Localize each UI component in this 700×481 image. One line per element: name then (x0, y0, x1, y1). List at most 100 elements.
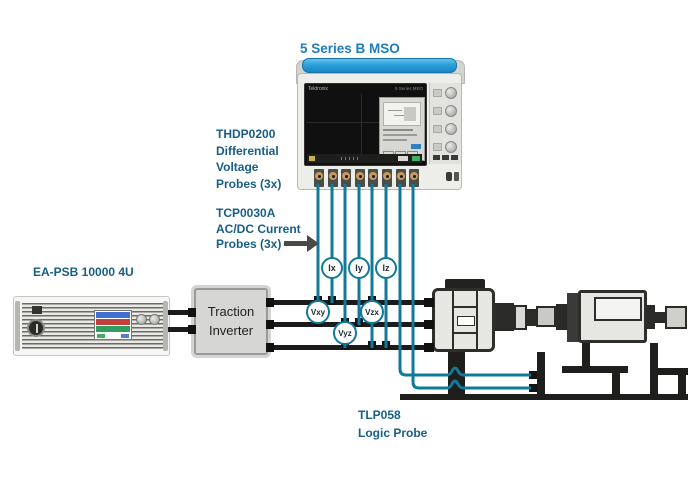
motor-rib (454, 306, 476, 308)
bnc-connector-ch3 (341, 169, 351, 187)
psu-screen-chip-green (97, 334, 105, 338)
bnc-pin (412, 174, 416, 178)
bnc-connector-ch7 (396, 169, 406, 187)
test-bench-frame (400, 343, 688, 400)
toolbar-tick (349, 157, 350, 160)
psu-rack-handle-right (163, 301, 168, 351)
psu-dc-connector (32, 306, 42, 314)
scope-knob (445, 87, 457, 99)
motor-terminal-box (445, 279, 485, 290)
voltage-probe-tag-vyz: Vyz (333, 321, 357, 345)
bnc-connector-ch5 (368, 169, 378, 187)
voltage-probe-tag-vxy: Vxy (306, 300, 330, 324)
menu-preview-box (383, 102, 421, 126)
psu-screen-row-green (96, 326, 130, 332)
psu-touchscreen (94, 310, 132, 340)
scope-screen: Tektronix 5 Series MSO (304, 83, 427, 166)
current-probes-label: TCP0030A AC/DC Current Probes (3x) (216, 206, 301, 253)
dyno-nameplate (594, 297, 642, 321)
scope-panel-button-dark (442, 155, 449, 160)
inverter-label-line2: Inverter (208, 322, 254, 338)
dyno-shaft-thin (655, 312, 667, 323)
oscilloscope: Tektronix 5 Series MSO (296, 57, 465, 190)
scope-panel-button (433, 125, 442, 133)
toolbar-tick (341, 157, 342, 160)
graticule-vline (361, 94, 362, 156)
menu-preview-line (394, 115, 412, 116)
current-probes-label-line: TCP0030A (216, 206, 276, 220)
menu-preview-line (404, 107, 416, 121)
scope-panel-button (433, 89, 442, 97)
scope-toolbar (307, 154, 422, 163)
annotation-arrow (284, 235, 319, 252)
scope-body: Tektronix 5 Series MSO (297, 73, 462, 190)
menu-text-bar (383, 129, 413, 131)
toolbar-badge-yellow (309, 156, 315, 161)
scope-power-button (446, 172, 452, 181)
scope-handle (302, 58, 457, 73)
menu-ok-chip (411, 144, 421, 149)
scope-control-panel (429, 83, 461, 164)
bnc-connector-ch1 (314, 169, 324, 187)
toolbar-chip-white (398, 156, 408, 161)
probe-cables (316, 184, 531, 390)
shaft-coupling (495, 303, 514, 331)
voltage-probes-label-line: Probes (3x) (216, 176, 282, 191)
dyno-end-bell (567, 293, 579, 342)
motor-divider (476, 291, 478, 349)
dynamometer (578, 290, 647, 343)
current-probe-tag-iz: Iz (375, 257, 397, 279)
menu-text-bar (383, 134, 417, 136)
psu-power-switch (27, 319, 45, 337)
voltage-probe-tag-vzx: Vzx (360, 300, 384, 324)
bnc-connector-ch4 (355, 169, 365, 187)
scope-knob (445, 123, 457, 135)
current-probes-label-line: AC/DC Current (216, 221, 301, 236)
scope-panel-button-dark (433, 155, 440, 160)
menu-text-bar (383, 139, 407, 141)
traction-inverter-block: Traction Inverter (194, 288, 268, 355)
graticule-hline (307, 122, 379, 123)
scope-title-label: 5 Series B MSO (300, 41, 400, 56)
bnc-connector-ch6 (382, 169, 392, 187)
bnc-connector-ch2 (328, 169, 338, 187)
voltage-probes-label: THDP0200 Differential Voltage Probes (3x… (216, 126, 281, 192)
current-probe-tag-ix: Ix (321, 257, 343, 279)
scope-panel-button-dark (451, 155, 458, 160)
scope-knob (445, 105, 457, 117)
psu-screen-row-red (96, 319, 130, 325)
psu-screen-row-blue (96, 312, 130, 318)
shaft-segment (527, 309, 536, 326)
power-supply-label: EA-PSB 10000 4U (33, 265, 134, 279)
power-supply-unit (13, 296, 170, 356)
voltage-probes-label-line: THDP0200 (216, 127, 276, 141)
voltage-probes-label-line: Differential (216, 143, 279, 158)
psu-rack-handle-left (15, 301, 20, 351)
toolbar-chip-green (412, 156, 420, 161)
bnc-connector-ch8 (409, 169, 419, 187)
voltage-probes-label-line: Voltage (216, 160, 259, 174)
menu-preview-line (388, 110, 402, 111)
toolbar-tick (357, 157, 358, 160)
motor-divider (452, 291, 454, 349)
inverter-label-line1: Traction (207, 304, 255, 320)
scope-panel-button (433, 107, 442, 115)
toolbar-tick (353, 157, 354, 160)
bnc-pin (331, 174, 335, 178)
logic-probe-label: TLP058 Logic Probe (358, 407, 427, 442)
bnc-pin (344, 174, 348, 178)
psu-knob-current (149, 314, 160, 325)
scope-knob (445, 141, 457, 153)
torque-sensor (536, 306, 556, 327)
toolbar-tick (345, 157, 346, 160)
current-probes-label-line: Probes (3x) (216, 237, 282, 251)
scope-usb-port (454, 172, 459, 181)
motor-rib (454, 332, 476, 334)
current-probe-tag-iy: Iy (348, 257, 370, 279)
logic-probe-label-line: TLP058 (358, 408, 401, 422)
dyno-shaft (647, 305, 655, 329)
coupling-disc (514, 305, 527, 330)
dyno-end-block (665, 306, 687, 329)
logic-probe-label-line: Logic Probe (358, 425, 428, 440)
